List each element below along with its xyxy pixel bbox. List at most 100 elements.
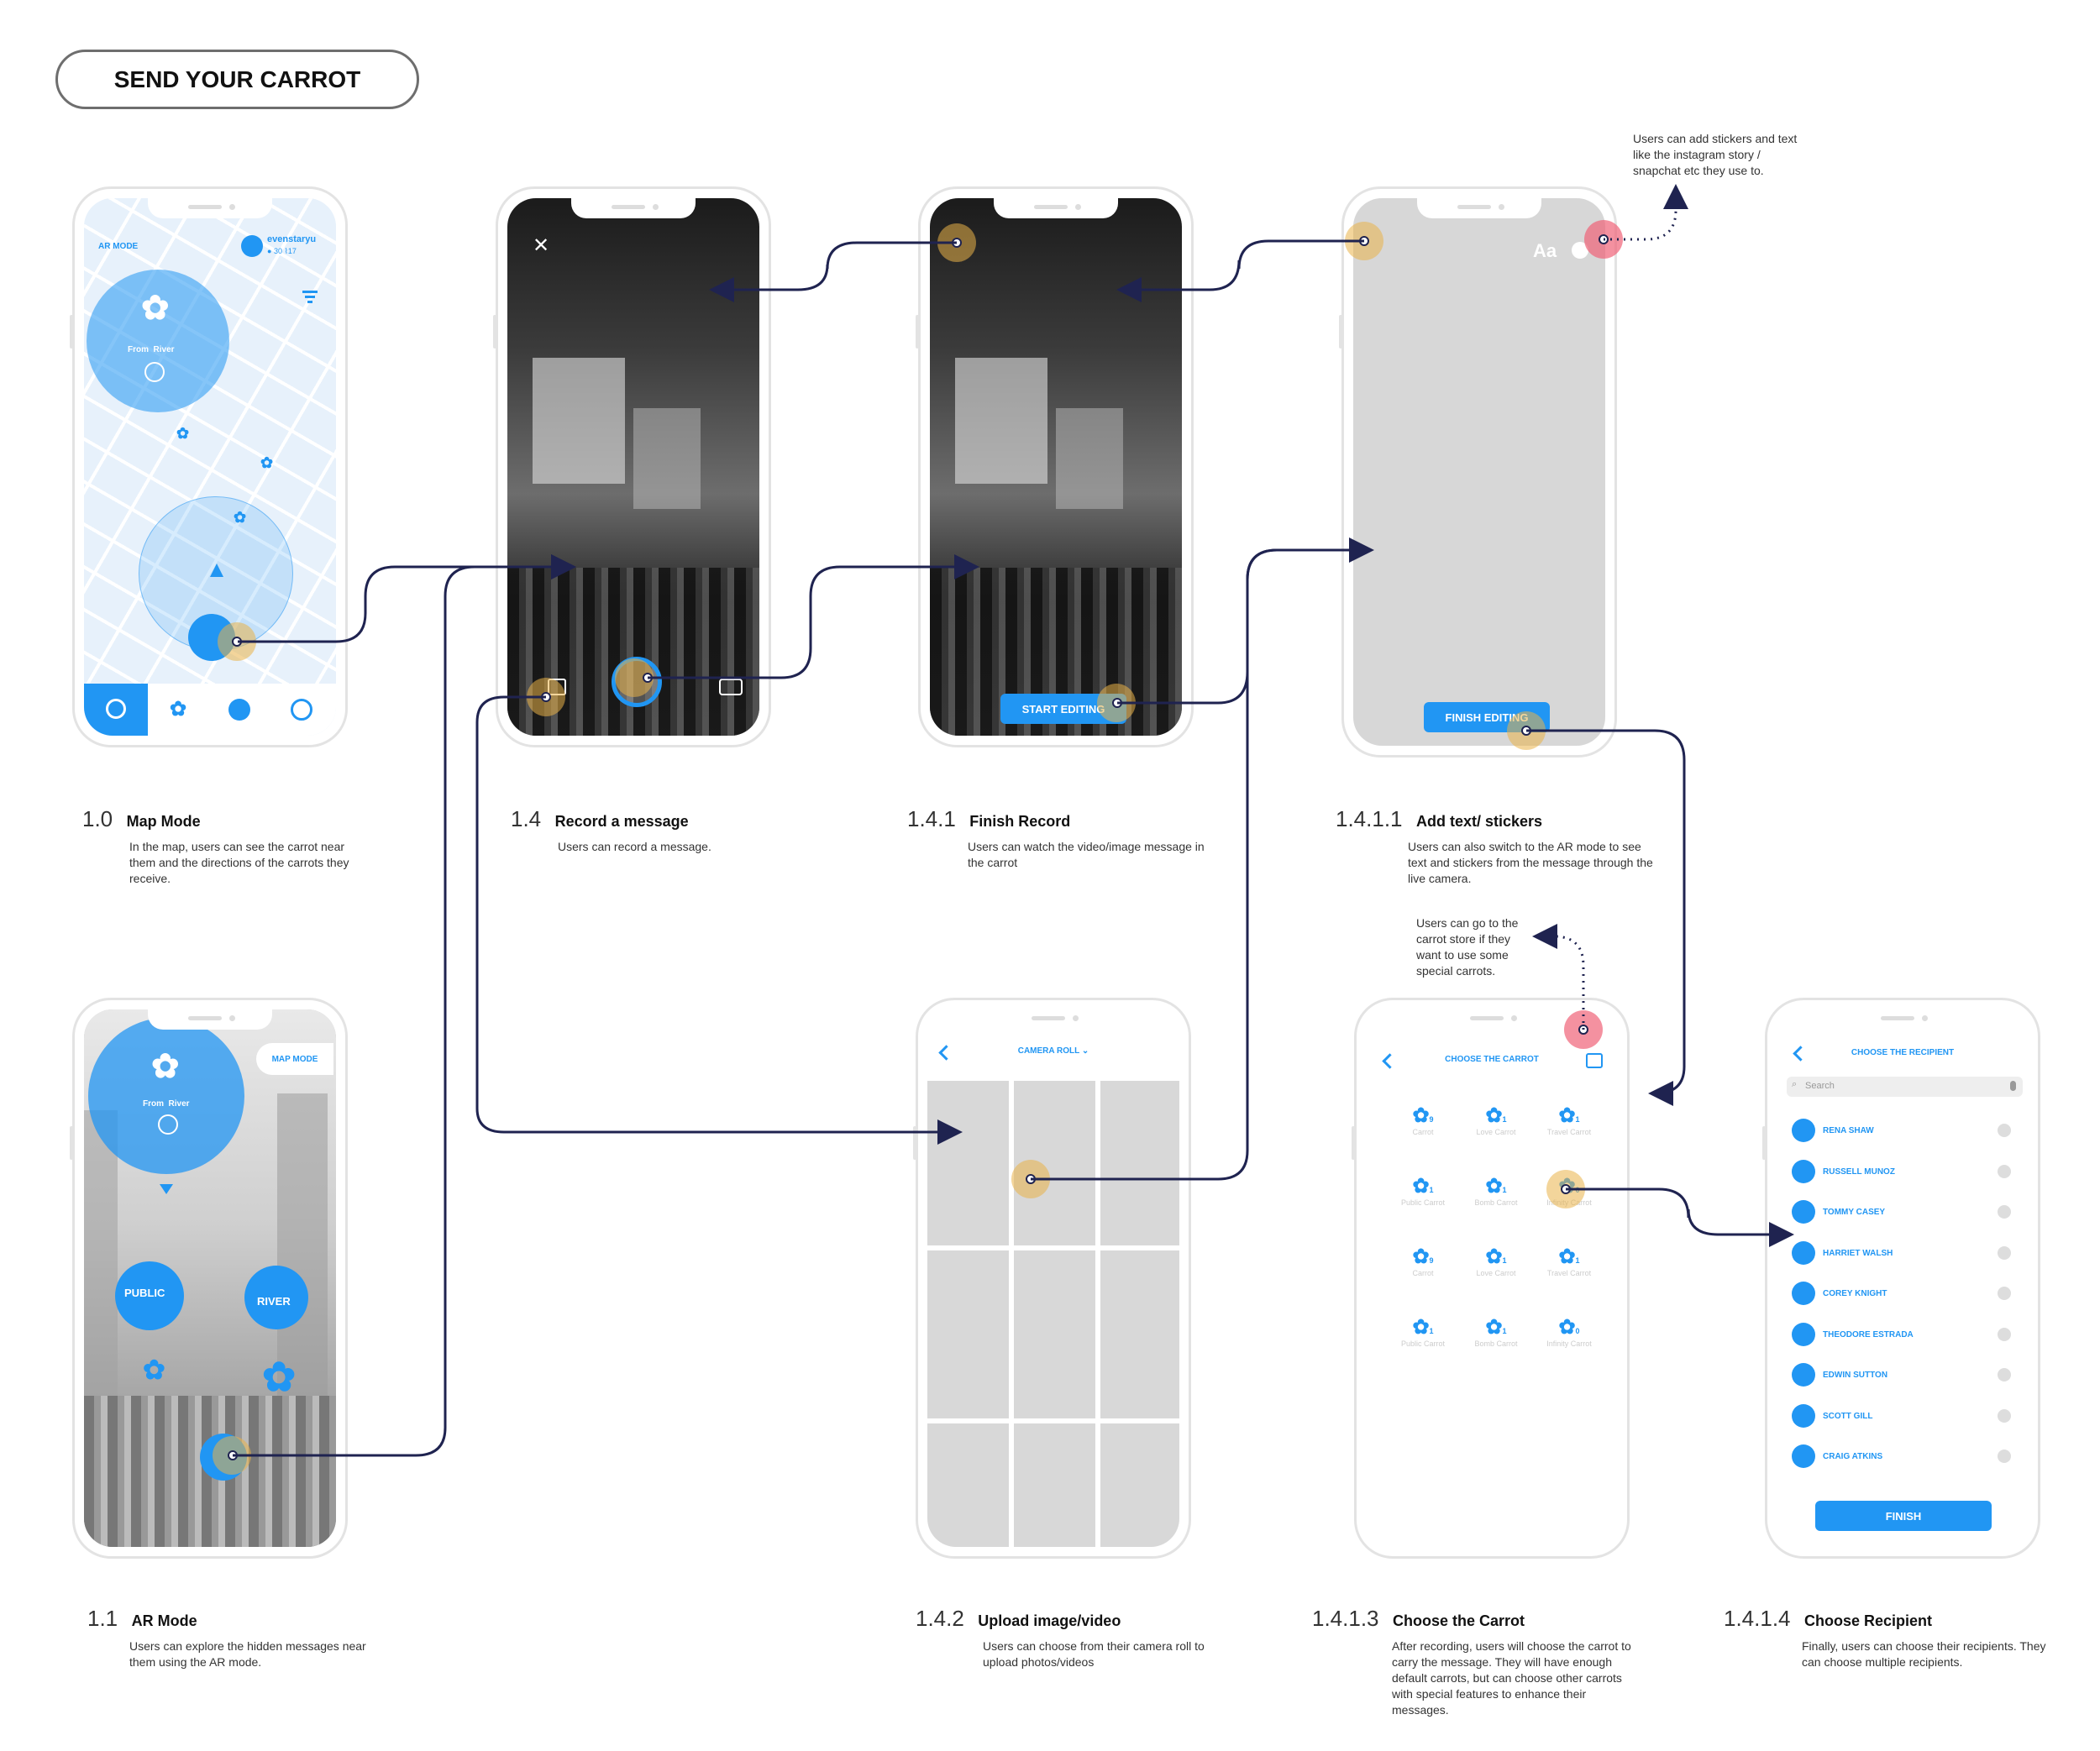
search-icon: ⌕ xyxy=(1792,1079,1798,1089)
select-radio[interactable] xyxy=(1998,1368,2011,1381)
microphone-icon[interactable] xyxy=(2010,1081,2016,1091)
caption-upload: 1.4.2 Upload image/video Users can choos… xyxy=(916,1606,1226,1670)
select-radio[interactable] xyxy=(1998,1245,2011,1260)
recipient-row[interactable]: RUSSELL MUNOZ xyxy=(1777,1158,2029,1187)
carrot-icon: ✿9 xyxy=(1412,1104,1434,1127)
caption-choose-carrot: 1.4.1.3 Choose the Carrot After recordin… xyxy=(1312,1606,1640,1718)
step-heading: AR Mode xyxy=(131,1612,197,1629)
photo-tile[interactable] xyxy=(927,1423,1009,1547)
recipient-row[interactable]: HARRIET WALSH xyxy=(1777,1240,2029,1268)
carrot-icon: ✿1 xyxy=(1558,1245,1580,1268)
step-number: 1.4.1 xyxy=(907,806,956,831)
sticker-icon[interactable] xyxy=(1572,242,1588,259)
step-heading: Record a message xyxy=(554,813,689,830)
recipient-name: HARRIET WALSH xyxy=(1823,1248,1893,1258)
carrot-marker-icon[interactable]: ✿ xyxy=(260,454,274,471)
tab-profile[interactable] xyxy=(291,699,312,721)
avatar xyxy=(1792,1363,1815,1387)
carrot-icon: ✿1 xyxy=(1485,1175,1507,1198)
public-zone[interactable] xyxy=(115,1261,184,1330)
ar-mode-toggle[interactable]: AR MODE xyxy=(98,242,139,251)
select-radio[interactable] xyxy=(1998,1450,2011,1463)
recipient-row[interactable]: TOMMY CASEY xyxy=(1777,1198,2029,1227)
connector-dot xyxy=(1359,236,1369,246)
photo-tile[interactable] xyxy=(927,1250,1009,1418)
camera-roll-dropdown[interactable]: CAMERA ROLL ⌄ xyxy=(1017,1046,1089,1056)
close-icon[interactable]: ✕ xyxy=(533,234,550,257)
carrot-marker-icon[interactable]: ✿ xyxy=(176,425,190,442)
select-radio[interactable] xyxy=(1998,1408,2011,1423)
search-input[interactable]: ⌕ Search xyxy=(1787,1077,2023,1097)
tab-globe[interactable] xyxy=(228,699,250,721)
select-radio[interactable] xyxy=(1998,1327,2011,1341)
zone-label: From River xyxy=(143,1099,190,1109)
select-radio[interactable] xyxy=(1998,1164,2011,1178)
caption-finish-record: 1.4.1 Finish Record Users can watch the … xyxy=(907,806,1210,871)
step-description: In the map, users can see the carrot nea… xyxy=(129,840,349,885)
carrot-zone[interactable] xyxy=(87,270,229,412)
step-description: Users can also switch to the AR mode to … xyxy=(1408,840,1653,885)
carrot-icon: ✿1 xyxy=(1412,1316,1434,1339)
carrot-name: Travel Carrot xyxy=(1546,1269,1592,1277)
flip-camera-icon[interactable] xyxy=(719,679,743,695)
carrot-marker-icon[interactable]: ✿ xyxy=(143,1355,165,1385)
avatar xyxy=(1792,1240,1815,1265)
connector-dot xyxy=(232,637,242,647)
caption-choose-recipient: 1.4.1.4 Choose Recipient Finally, users … xyxy=(1724,1606,2060,1670)
step-number: 1.0 xyxy=(82,806,113,831)
step-description: Users can record a message. xyxy=(558,840,711,853)
text-tool-icon[interactable]: Aa xyxy=(1533,240,1557,261)
finish-button[interactable]: FINISH xyxy=(1815,1501,1992,1531)
select-radio[interactable] xyxy=(1998,1287,2011,1300)
carrot-count: 1 xyxy=(1502,1115,1507,1124)
connector-dot xyxy=(1599,234,1609,244)
recipient-row[interactable]: CRAIG ATKINS xyxy=(1777,1443,2029,1471)
carrot-icon: ✿ xyxy=(151,1048,180,1085)
connector-dot xyxy=(1026,1174,1036,1184)
store-icon[interactable] xyxy=(1586,1053,1603,1068)
map-mode-button[interactable]: MAP MODE xyxy=(256,1043,333,1075)
recipient-row[interactable]: RENA SHAW xyxy=(1777,1117,2029,1145)
photo-tile[interactable] xyxy=(1014,1423,1095,1547)
tab-carrot[interactable]: ✿ xyxy=(170,698,187,721)
recipient-row[interactable]: EDWIN SUTTON xyxy=(1777,1361,2029,1390)
avatar xyxy=(1792,1322,1815,1346)
carrot-marker-icon[interactable]: ✿ xyxy=(262,1355,297,1400)
filter-icon[interactable] xyxy=(302,291,318,303)
carrot-icon: ✿1 xyxy=(1485,1316,1507,1339)
carrot-zone[interactable] xyxy=(88,1018,244,1174)
photo-tile[interactable] xyxy=(1100,1423,1179,1547)
photo-tile[interactable] xyxy=(927,1081,1009,1245)
recipient-row[interactable]: COREY KNIGHT xyxy=(1777,1280,2029,1308)
store-note: Users can go to the carrot store if they… xyxy=(1416,916,1519,978)
carrot-count: 1 xyxy=(1429,1327,1434,1335)
carrot-marker-icon[interactable]: ✿ xyxy=(234,509,247,526)
select-radio[interactable] xyxy=(1998,1205,2011,1219)
photo-tile[interactable] xyxy=(1014,1250,1095,1418)
photo-tile[interactable] xyxy=(1100,1250,1179,1418)
carrot-name: Carrot xyxy=(1412,1269,1434,1277)
carrot-name: Carrot xyxy=(1412,1128,1434,1136)
recipient-row[interactable]: THEODORE ESTRADA xyxy=(1777,1321,2029,1350)
carrot-name: Bomb Carrot xyxy=(1474,1339,1518,1348)
photo-tile[interactable] xyxy=(1100,1081,1179,1245)
avatar[interactable] xyxy=(241,235,263,257)
recipient-row[interactable]: SCOTT GILL xyxy=(1777,1402,2029,1431)
caption-map-mode: 1.0 Map Mode In the map, users can see t… xyxy=(82,806,368,887)
carrot-name: Public Carrot xyxy=(1400,1198,1446,1207)
connector-dot xyxy=(1112,698,1122,708)
tab-map[interactable] xyxy=(84,684,148,736)
select-radio[interactable] xyxy=(1998,1124,2011,1137)
